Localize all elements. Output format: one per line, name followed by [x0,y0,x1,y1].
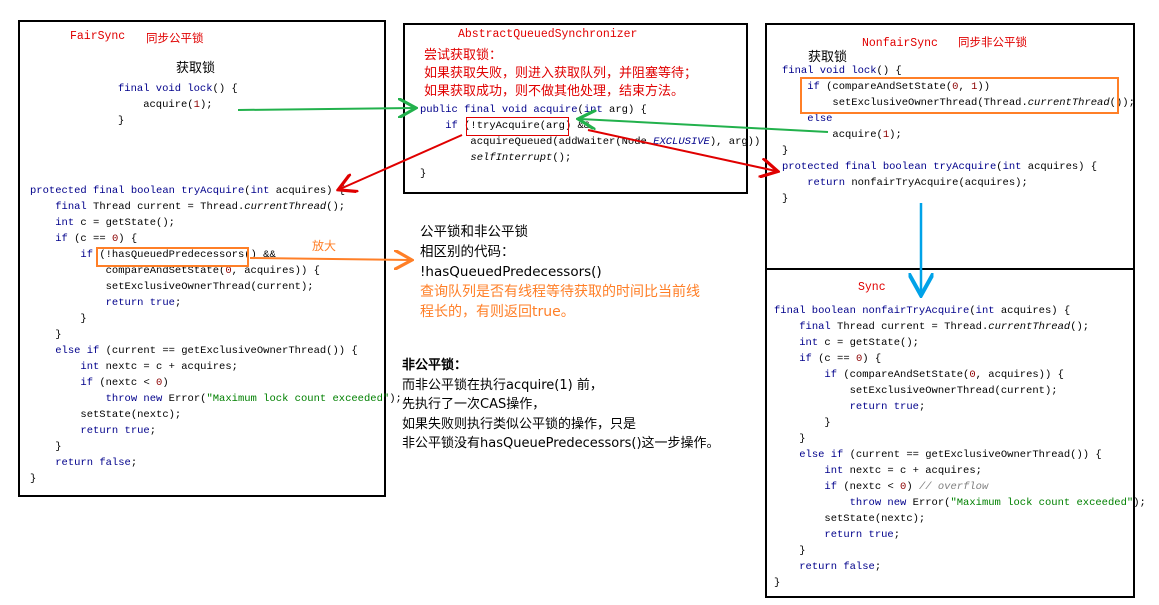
code-line: } [774,433,806,445]
fairsync-lock-code: final void lock() { acquire(1);} [118,81,238,129]
code-line: return true; [849,401,926,413]
code-line: } [774,417,831,429]
code-line: if (compareAndSetState(0, acquires)) { [824,369,1064,381]
code-line: return false; [799,561,882,573]
code-line: return true; [105,297,182,309]
code-line: final Thread current = Thread.currentThr… [55,201,346,213]
nonfair-note-line: 如果失败则执行类似公平锁的操作，只是 [402,416,637,432]
code-line: throw new Error("Maximum lock count exce… [849,497,1146,509]
code-line: return true; [80,425,157,437]
zoom-arrow [249,258,410,260]
aqs-acquire-code: public final void acquire(int arg) { if … [420,102,760,182]
code-line: } [782,145,789,157]
nonfairsync-box [765,23,1135,270]
code-line: return true; [824,529,901,541]
code-line: else if (current == getExclusiveOwnerThr… [799,449,1102,461]
nonfair-note-line: 先执行了一次CAS操作， [402,397,546,412]
code-line: int nextc = c + acquires; [824,465,982,477]
aqs-notes: 尝试获取锁： 如果获取失败，则进入获取队列，并阻塞等待； 如果获取成功，则不做其… [424,47,697,101]
nonfair-note-heading: 非公平锁： [402,358,468,373]
code-line: setExclusiveOwnerThread(Thread.currentTh… [782,97,1135,109]
code-line: final Thread current = Thread.currentThr… [799,321,1090,333]
code-line: int nextc = c + acquires; [80,361,238,373]
fairsync-title: FairSync [70,30,126,43]
nonfair-acquire-to-aqs-arrow [580,119,829,133]
nonfairsync-subtitle: 同步非公平锁 [958,35,1027,49]
aqs-to-fair-tryacquire-arrow [340,134,463,189]
code-line: } [30,313,87,325]
code-line: final boolean nonfairTryAcquire(int acqu… [774,305,1071,317]
aqs-title: AbstractQueuedSynchronizer [458,28,638,41]
sync-title: Sync [858,281,886,294]
code-line: return nonfairTryAcquire(acquires); [807,177,1028,189]
aqs-note-line: 如果获取失败，则进入获取队列，并阻塞等待； [424,66,698,81]
code-line: } [782,193,789,205]
code-line: else [807,113,833,125]
code-line: return false; [55,457,138,469]
code-line: if (compareAndSetState(0, 1)) [807,81,990,93]
hasqueuedpredecessors-highlight [96,247,249,267]
difference-explain-line: 查询队列是否有线程等待获取的时间比当前线 [420,284,700,300]
code-line: setExclusiveOwnerThread(current); [30,281,314,293]
code-line: } [30,473,37,485]
tryacquire-highlight [466,117,569,136]
code-line: int c = getState(); [55,217,175,229]
fair-lock-to-acquire-arrow [237,108,414,110]
difference-note: 公平锁和非公平锁 相区别的代码： !hasQueuedPredecessors(… [420,222,700,322]
aqs-note-line: 如果获取成功，则不做其他处理，结束方法。 [424,84,685,99]
code-line: } [30,329,62,341]
nonfair-note: 非公平锁： 而非公平锁在执行acquire(1) 前， 先执行了一次CAS操作，… [402,356,720,454]
code-line: compareAndSetState(0, acquires)) { [30,265,320,277]
code-line: setState(nextc); [30,409,182,421]
difference-line: 公平锁和非公平锁 [420,224,528,240]
code-line: int c = getState(); [799,337,919,349]
aqs-note-line: 尝试获取锁： [424,48,503,63]
code-line: acquire(1); [782,129,902,141]
code-line: setExclusiveOwnerThread(current); [774,385,1058,397]
code-line: } [774,545,806,557]
code-line: protected final boolean tryAcquire(int a… [782,161,1098,173]
nonfairsync-title: NonfairSync [862,37,938,50]
fairsync-subtitle: 同步公平锁 [146,31,204,45]
code-line: if (c == 0) { [799,353,882,365]
code-line: acquire(1); [118,99,213,111]
nonfairsync-lock-caption: 获取锁 [808,50,848,65]
difference-line: 相区别的代码： [420,244,515,260]
code-line: if (nextc < 0) [80,377,169,389]
aqs-box [403,23,748,194]
nonfairsync-code: final void lock() { if (compareAndSetSta… [782,63,1135,207]
sync-box [765,268,1135,598]
difference-explain: 查询队列是否有线程等待获取的时间比当前线 程长的，有则返回true。 [420,282,700,322]
code-line: } [774,577,781,589]
nonfair-note-line: 而非公平锁在执行acquire(1) 前， [402,377,603,393]
zoom-label: 放大 [312,239,337,253]
code-line: setState(nextc); [774,513,926,525]
fairsync-tryacquire-code: protected final boolean tryAcquire(int a… [30,183,402,487]
code-line: final void lock() { [118,83,238,95]
nonfair-note-line: 非公平锁没有hasQueuePredecessors()这一步操作。 [402,436,720,451]
sync-code: final boolean nonfairTryAcquire(int acqu… [774,303,1146,591]
code-line: if (c == 0) { [55,233,138,245]
code-line: if (nextc < 0) // overflow [824,481,989,493]
code-line: else if (current == getExclusiveOwnerThr… [55,345,358,357]
code-line: if (!tryAcquire(arg) && [445,120,591,132]
code-line: acquireQueued(addWaiter(Node.EXCLUSIVE),… [420,136,761,148]
code-line: protected final boolean tryAcquire(int a… [30,185,346,197]
code-line: throw new Error("Maximum lock count exce… [105,393,402,405]
code-line: } [420,168,427,180]
aqs-to-nonfair-tryacquire-arrow [587,129,776,171]
code-line: final void lock() { [782,65,902,77]
difference-line: !hasQueuedPredecessors() [420,264,602,280]
code-line: selfInterrupt(); [470,152,572,164]
code-line: } [30,441,62,453]
difference-explain-line: 程长的，有则返回true。 [420,304,575,320]
cas-highlight [800,77,1119,114]
code-line: } [118,115,125,127]
fairsync-lock-caption: 获取锁 [176,61,216,76]
